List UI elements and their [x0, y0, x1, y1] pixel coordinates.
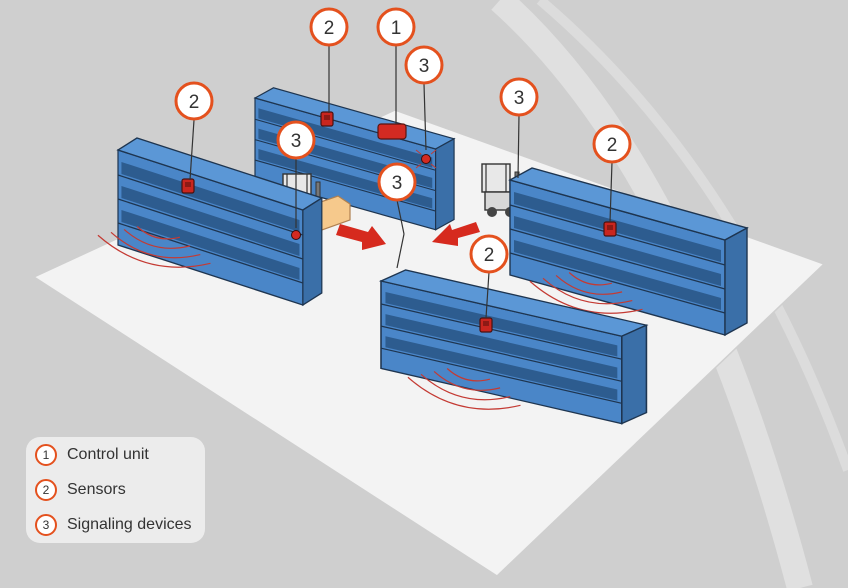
callout-sensor: 2 [174, 81, 214, 121]
direction-arrow-right [432, 222, 480, 246]
legend-item-sensors: 2 Sensors [35, 477, 126, 503]
svg-text:1: 1 [391, 18, 402, 39]
legend: 1 Control unit 2 Sensors 3 Signaling dev… [26, 437, 205, 543]
legend-number: 2 [35, 479, 57, 501]
svg-text:2: 2 [607, 135, 618, 156]
signaling-device [415, 149, 437, 169]
svg-text:2: 2 [189, 92, 200, 113]
sensor-device [320, 111, 334, 127]
legend-item-signaling-devices: 3 Signaling devices [35, 512, 192, 538]
callout-signaling: 3 [276, 120, 316, 160]
svg-text:3: 3 [291, 131, 302, 152]
svg-text:3: 3 [419, 56, 430, 77]
svg-text:3: 3 [514, 88, 525, 109]
signaling-device [291, 230, 301, 240]
sensor-device [603, 221, 617, 237]
callout-lines [189, 46, 613, 319]
svg-text:2: 2 [324, 18, 335, 39]
legend-label: Signaling devices [67, 516, 192, 533]
callout-signaling: 3 [404, 45, 444, 85]
sensor-device [181, 178, 195, 194]
callout-signaling: 3 [499, 77, 539, 117]
legend-item-control-unit: 1 Control unit [35, 442, 149, 468]
legend-label: Sensors [67, 481, 126, 498]
legend-number: 3 [35, 514, 57, 536]
callout-sensor: 2 [592, 124, 632, 164]
legend-label: Control unit [67, 446, 149, 463]
svg-text:2: 2 [484, 245, 495, 266]
callout-signaling: 3 [377, 162, 417, 202]
callout-control-unit: 1 [376, 7, 416, 47]
legend-number: 1 [35, 444, 57, 466]
direction-arrow-left [336, 224, 386, 250]
callout-sensor: 2 [469, 234, 509, 274]
callout-sensor: 2 [309, 7, 349, 47]
control-unit [377, 123, 407, 140]
background-stripe [536, 0, 848, 472]
sensor-device [479, 317, 493, 333]
svg-text:3: 3 [392, 173, 403, 194]
